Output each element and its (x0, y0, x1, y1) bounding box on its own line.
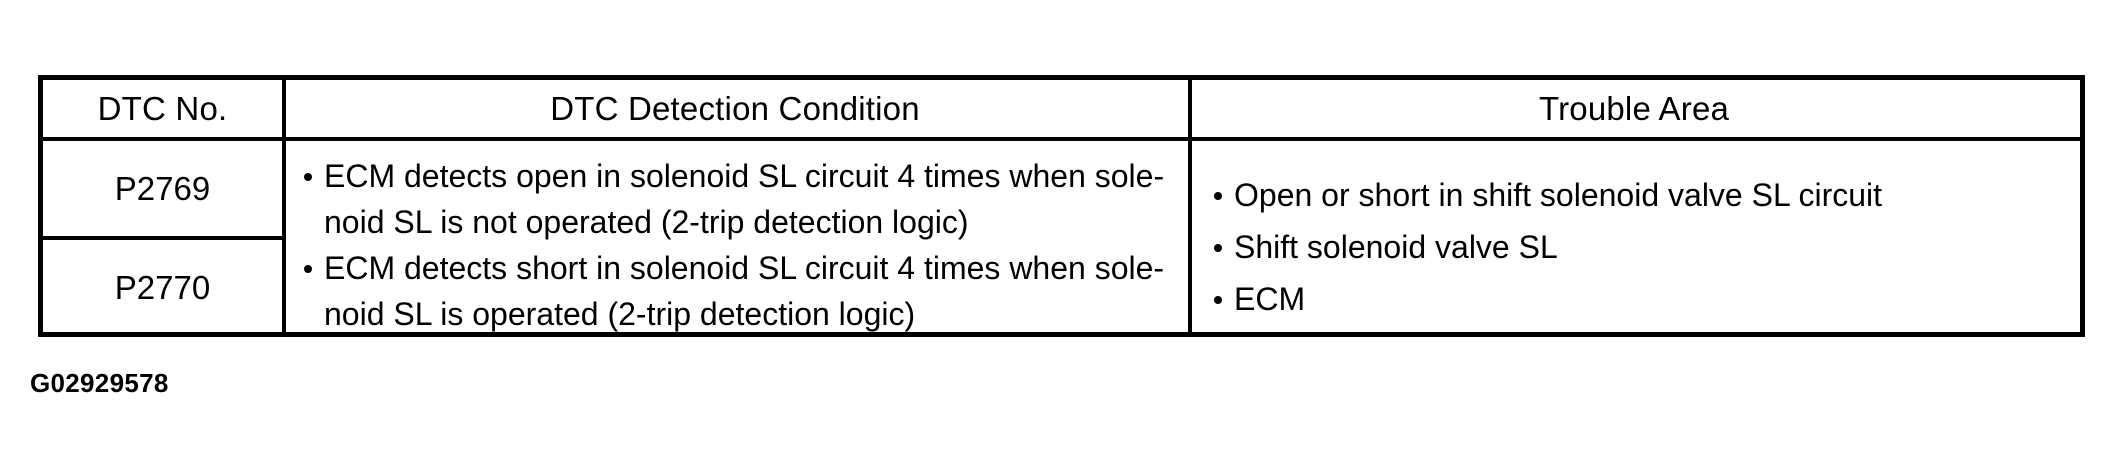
detection-condition-column: ECM detects open in solenoid SL circuit … (286, 141, 1188, 332)
list-item: ECM (1212, 273, 2080, 325)
bullet-dot-icon (304, 265, 312, 273)
list-item: Open or short in shift solenoid valve SL… (1212, 169, 2080, 221)
bullet-dot-icon (1214, 192, 1222, 200)
detection-condition-text-1: ECM detects open in solenoid SL circuit … (324, 153, 1188, 245)
bullet-dot-icon (1214, 244, 1222, 252)
table-row-dtc-p2769: P2769 (114, 169, 211, 207)
detection-condition-list: ECM detects open in solenoid SL circuit … (302, 153, 1188, 337)
column-divider-2 (1188, 80, 1192, 332)
detection-condition-line: noid SL is operated (2-trip detection lo… (324, 296, 916, 332)
column-divider-1 (282, 80, 286, 332)
dtc-table: DTC No. DTC Detection Condition Trouble … (38, 75, 2085, 337)
header-cell-detection-condition: DTC Detection Condition (550, 89, 920, 127)
figure-caption: G02929578 (30, 368, 169, 398)
bullet-dot-icon (1214, 296, 1222, 304)
table-header-row: DTC No. DTC Detection Condition Trouble … (43, 80, 2080, 137)
list-item: ECM detects open in solenoid SL circuit … (302, 153, 1188, 245)
bullet-dot-icon (304, 173, 312, 181)
dtc-row-divider (43, 236, 282, 240)
trouble-area-list: Open or short in shift solenoid valve SL… (1212, 169, 2080, 325)
dtc-number-column: P2769 P2770 (43, 141, 282, 332)
header-separator-line (43, 137, 2080, 141)
header-cell-dtc-no: DTC No. (97, 89, 228, 127)
detection-condition-line: noid SL is not operated (2-trip detectio… (324, 204, 969, 240)
dtc-table-inner: DTC No. DTC Detection Condition Trouble … (43, 80, 2080, 332)
list-item: Shift solenoid valve SL (1212, 221, 2080, 273)
trouble-area-text: Shift solenoid valve SL (1234, 229, 1558, 265)
trouble-area-text: ECM (1234, 281, 1306, 317)
table-row-dtc-p2770: P2770 (114, 268, 211, 306)
list-item: ECM detects short in solenoid SL circuit… (302, 245, 1188, 337)
trouble-area-column: Open or short in shift solenoid valve SL… (1192, 141, 2080, 332)
detection-condition-text-2: ECM detects short in solenoid SL circuit… (324, 245, 1188, 337)
detection-condition-line: ECM detects open in solenoid SL circuit … (324, 158, 1165, 194)
header-cell-trouble-area: Trouble Area (1538, 89, 1730, 127)
detection-condition-line: ECM detects short in solenoid SL circuit… (324, 250, 1165, 286)
trouble-area-text: Open or short in shift solenoid valve SL… (1234, 177, 1883, 213)
